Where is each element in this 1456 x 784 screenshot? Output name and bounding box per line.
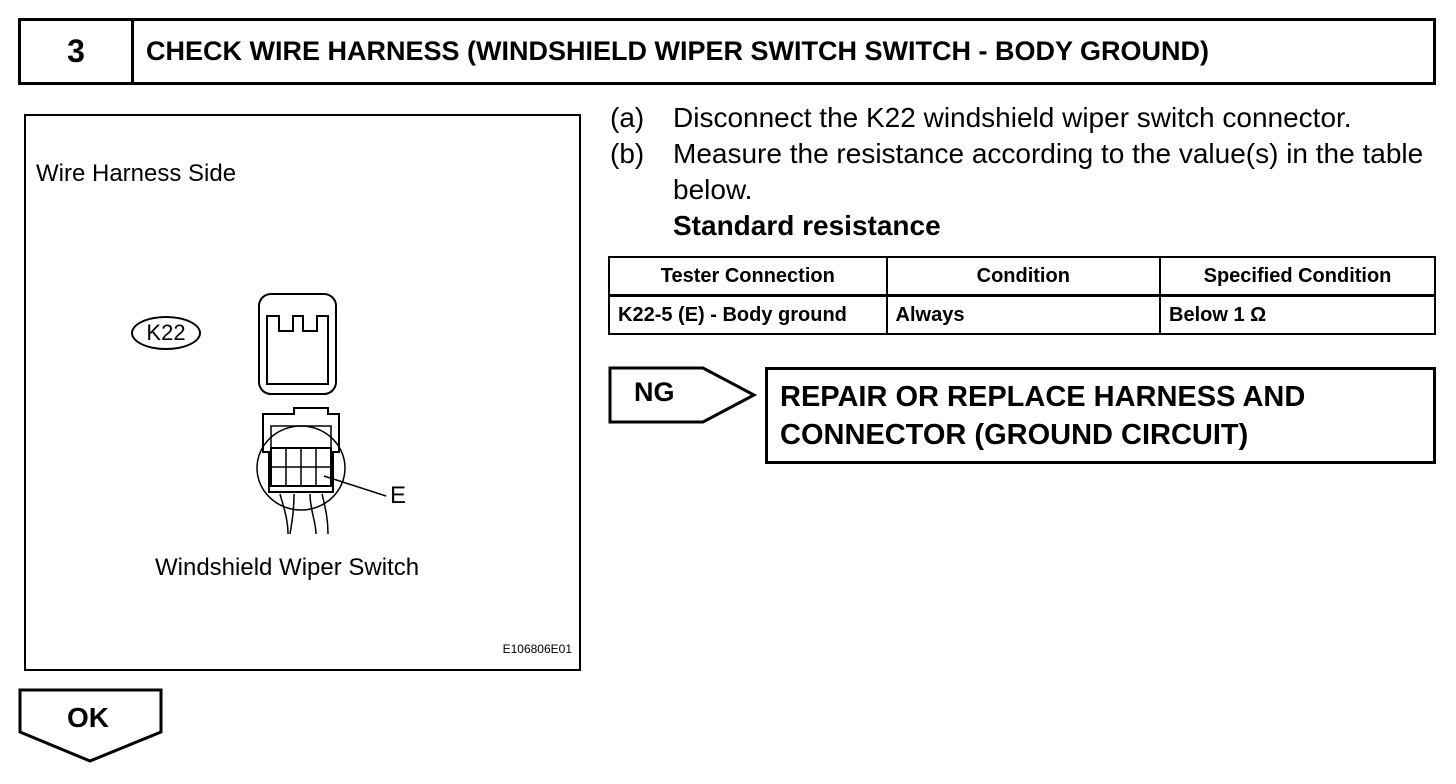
- ok-arrow-shape: [18, 688, 163, 763]
- table-row: K22-5 (E) - Body ground Always Below 1 Ω: [608, 294, 1436, 335]
- connector-housing-bottom: [262, 407, 340, 493]
- ng-result-box: REPAIR OR REPLACE HARNESS AND CONNECTOR …: [765, 367, 1436, 464]
- connector-housing-top: [258, 293, 337, 395]
- table-header: Condition: [885, 256, 1162, 297]
- terminal-e-leader: [323, 475, 387, 497]
- wire-harness-side-label: Wire Harness Side: [36, 160, 237, 187]
- connector-latch-top: [266, 315, 329, 385]
- step-title: CHECK WIRE HARNESS (WINDSHIELD WIPER SWI…: [146, 36, 1209, 66]
- instruction-text: Measure the resistance according to the …: [673, 138, 1424, 205]
- instruction-step: (a) Disconnect the K22 windshield wiper …: [610, 100, 1440, 136]
- figure-code: E106806E01: [502, 642, 572, 656]
- instruction-label: (b): [610, 138, 645, 169]
- ok-label: OK: [67, 702, 109, 733]
- connector-drawing: [256, 293, 387, 535]
- terminal-e-label: E: [390, 482, 407, 509]
- terminal-highlight: [256, 425, 346, 511]
- step-number: 3: [21, 21, 134, 82]
- connector-id-badge: K22: [131, 316, 201, 350]
- table-header: Tester Connection: [608, 256, 888, 297]
- harness-wires: [279, 493, 329, 535]
- instruction-text: Disconnect the K22 windshield wiper swit…: [673, 102, 1352, 133]
- instruction-label: (a): [610, 102, 645, 133]
- resistance-table: Tester Connection Condition Specified Co…: [608, 256, 1436, 335]
- instruction-step: (b) Measure the resistance according to …: [610, 136, 1440, 208]
- table-cell: K22-5 (E) - Body ground: [608, 294, 888, 335]
- ng-label: NG: [634, 377, 675, 407]
- instructions: (a) Disconnect the K22 windshield wiper …: [610, 100, 1440, 244]
- illustration-caption: Windshield Wiper Switch: [155, 554, 420, 581]
- ng-arrow-shape: [608, 366, 758, 424]
- table-header-row: Tester Connection Condition Specified Co…: [608, 256, 1436, 297]
- step-header: 3 CHECK WIRE HARNESS (WINDSHIELD WIPER S…: [18, 18, 1436, 85]
- table-cell: Always: [885, 294, 1162, 335]
- connector-face: [270, 425, 332, 449]
- table-header: Specified Condition: [1159, 256, 1436, 297]
- standard-resistance-heading: Standard resistance: [673, 210, 941, 241]
- connector-illustration: Wire Harness Side K22 E Windshield Wiper…: [24, 114, 581, 671]
- table-cell: Below 1 Ω: [1159, 294, 1436, 335]
